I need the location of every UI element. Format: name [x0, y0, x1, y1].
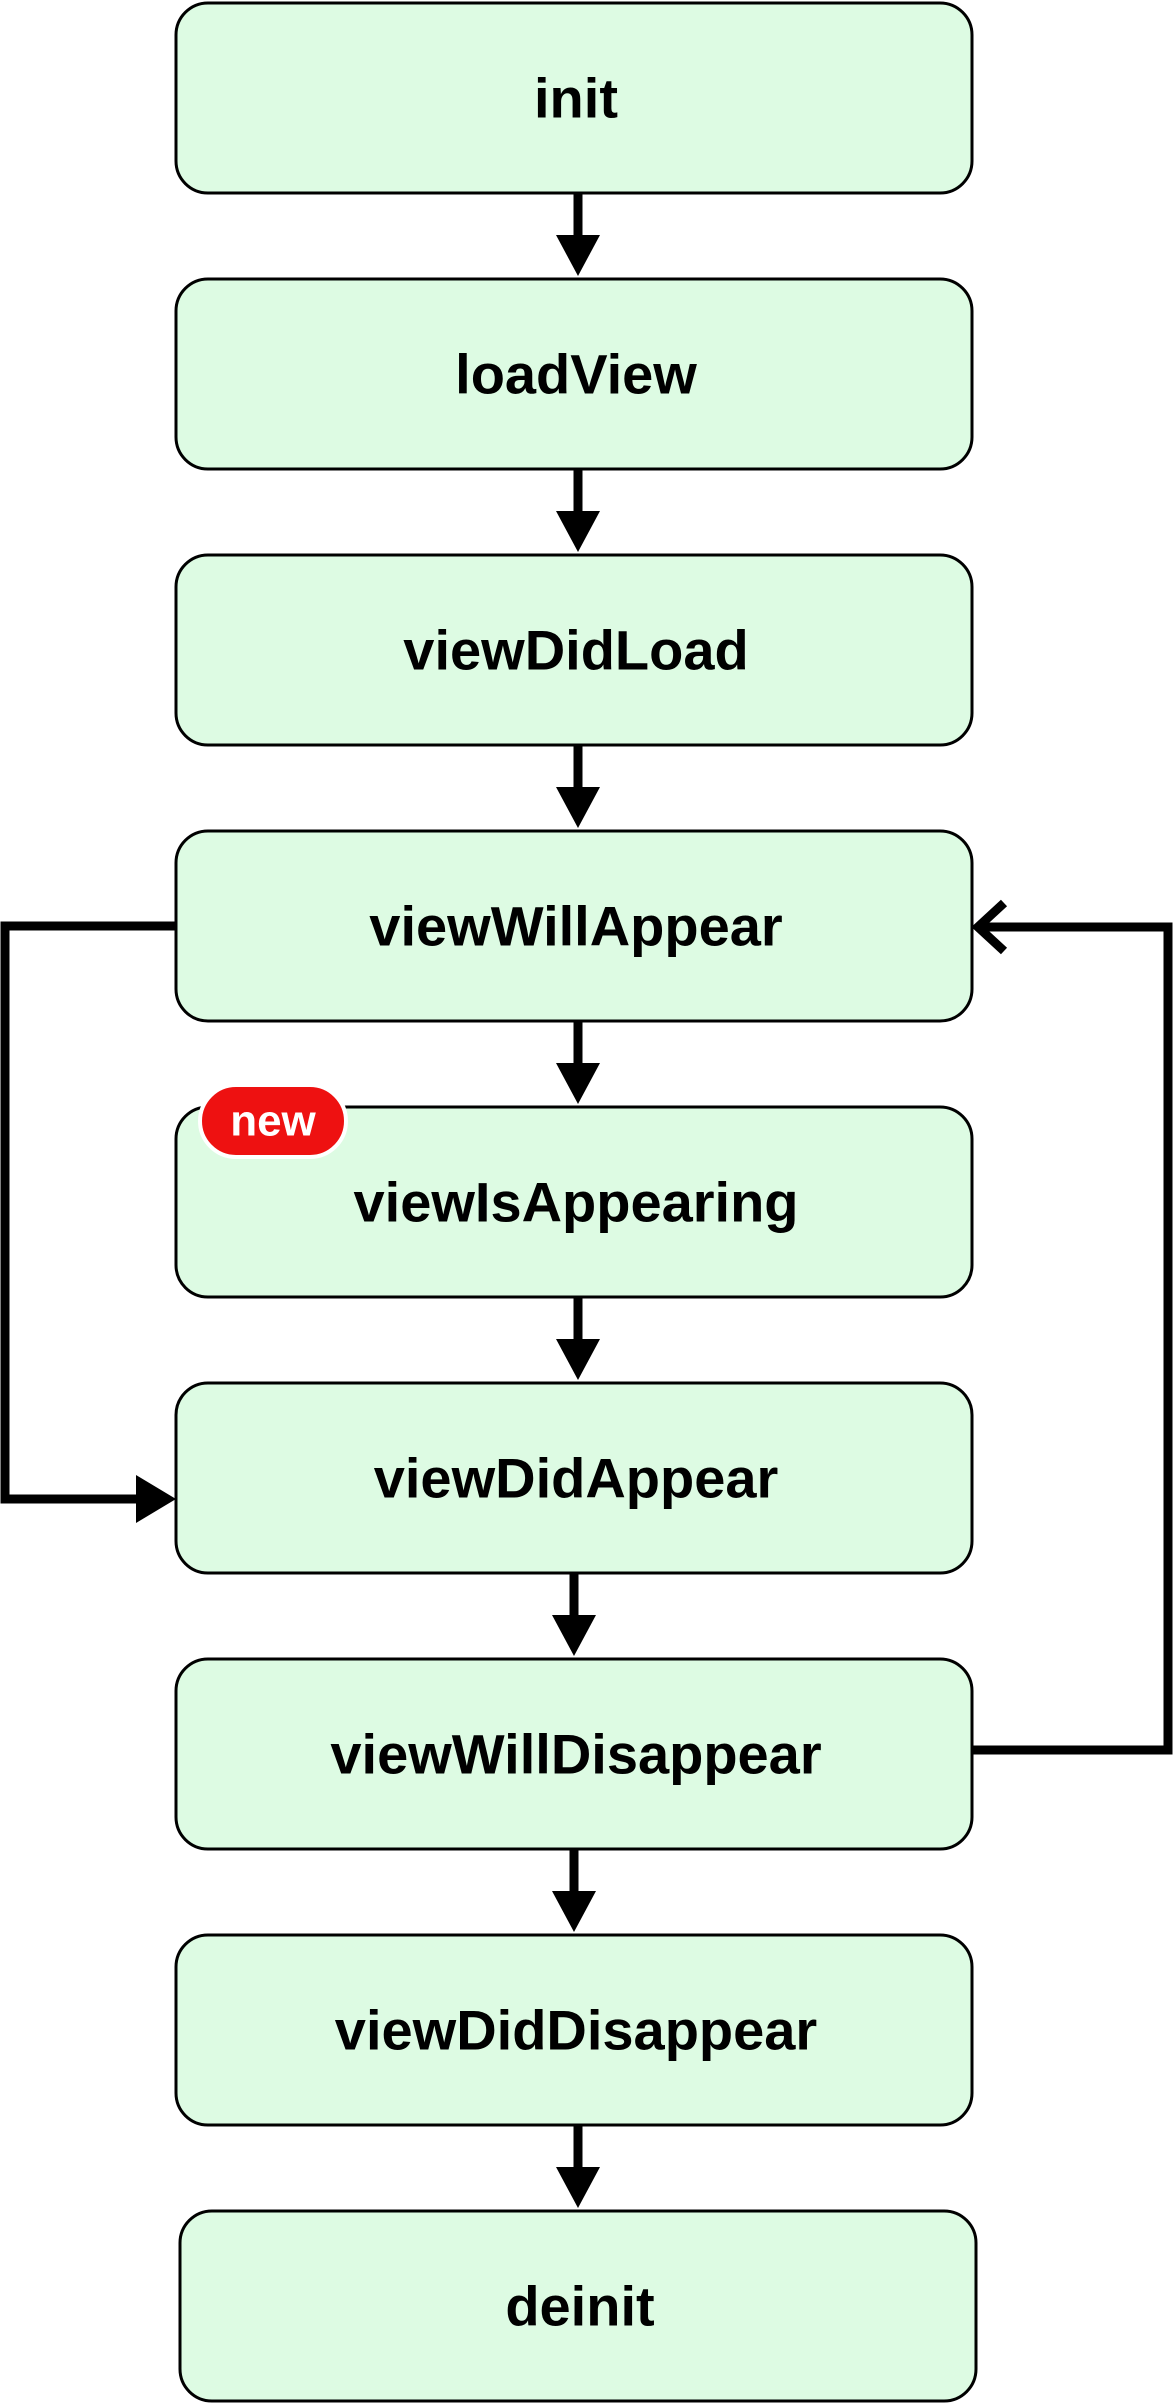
- step-viewwillappear: viewWillAppear: [174, 829, 974, 1023]
- arrow-viewdiddisappear-to-deinit: [556, 2125, 600, 2208]
- step-box: [174, 277, 974, 471]
- arrow-viewdidappear-to-viewwilldisappear: [552, 1573, 596, 1656]
- badge-background: [198, 1083, 348, 1159]
- step-box: [174, 1933, 974, 2127]
- new-badge: new: [198, 1083, 348, 1159]
- bypass-arrow-left: [0, 921, 176, 1523]
- step-box: [178, 2209, 978, 2403]
- step-viewdidload: viewDidLoad: [174, 553, 974, 747]
- arrow-init-to-loadview: [556, 193, 600, 276]
- sequential-arrows: [552, 193, 600, 2208]
- step-box: [174, 1381, 974, 1575]
- step-label: viewWillAppear: [369, 895, 782, 958]
- step-label: init: [534, 67, 618, 130]
- step-viewwilldisappear: viewWillDisappear: [174, 1657, 974, 1851]
- arrow-loadview-to-viewdidload: [556, 469, 600, 552]
- step-box: [174, 1105, 974, 1299]
- arrow-viewdidload-to-viewwillappear: [556, 745, 600, 828]
- step-box: [174, 553, 974, 747]
- arrow-viewwillappear-to-viewisappearing: [556, 1021, 600, 1104]
- step-label: loadView: [455, 343, 697, 406]
- step-label: viewDidDisappear: [335, 1999, 817, 2062]
- step-label: viewIsAppearing: [353, 1171, 798, 1234]
- step-label: deinit: [505, 2275, 654, 2338]
- step-viewisappearing: viewIsAppearing: [174, 1105, 974, 1299]
- step-deinit: deinit: [178, 2209, 978, 2403]
- arrow-viewisappearing-to-viewdidappear: [556, 1297, 600, 1380]
- step-init: init: [174, 1, 974, 195]
- step-box: [174, 1, 974, 195]
- step-viewdidappear: viewDidAppear: [174, 1381, 974, 1575]
- step-label: viewWillDisappear: [330, 1723, 821, 1786]
- step-label: viewDidLoad: [403, 619, 748, 682]
- step-viewdiddisappear: viewDidDisappear: [174, 1933, 974, 2127]
- loop-arrow-right: [971, 899, 1173, 1755]
- badge-label: new: [230, 1097, 316, 1146]
- step-box: [174, 829, 974, 1023]
- step-loadview: loadView: [174, 277, 974, 471]
- step-label: viewDidAppear: [374, 1447, 779, 1510]
- step-box: [174, 1657, 974, 1851]
- arrow-viewwilldisappear-to-viewdiddisappear: [552, 1849, 596, 1932]
